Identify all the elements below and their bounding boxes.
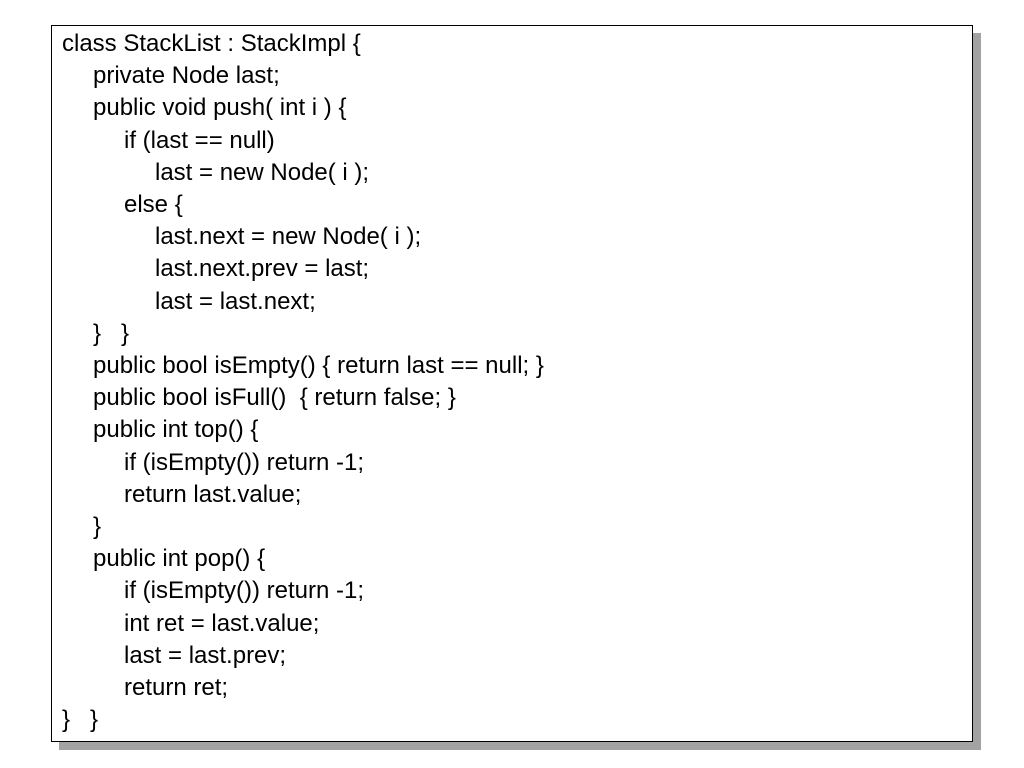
code-line: class StackList : StackImpl { — [62, 30, 361, 57]
code-line: if (last == null) — [124, 126, 275, 154]
code-block: class StackList : StackImpl { private No… — [51, 25, 973, 742]
code-line: public bool isEmpty() { return last == n… — [93, 352, 544, 379]
code-line: last.next = new Node( i ); — [155, 223, 422, 251]
code-line: else { — [124, 191, 183, 218]
code-line: return ret; — [124, 674, 229, 701]
code-line: int ret = last.value; — [124, 609, 320, 637]
code-line: } } — [62, 706, 99, 734]
code-line: if (isEmpty()) return -1; — [124, 577, 365, 605]
code-line: private Node last; — [93, 62, 280, 90]
code-line: public int pop() { — [93, 545, 266, 573]
code-line: last = last.prev; — [124, 641, 287, 669]
code-line: public bool isFull() { return false; } — [93, 384, 456, 412]
code-line: public void push( int i ) { — [93, 94, 347, 122]
code-line: } — [93, 513, 102, 540]
code-line: public int top() { — [93, 416, 259, 444]
code-line: last = new Node( i ); — [155, 158, 370, 186]
code-line: last = last.next; — [155, 287, 316, 315]
code-line: return last.value; — [124, 480, 302, 508]
code-line: if (isEmpty()) return -1; — [124, 448, 365, 476]
code-line: } } — [93, 319, 130, 347]
code-line: last.next.prev = last; — [155, 255, 370, 283]
